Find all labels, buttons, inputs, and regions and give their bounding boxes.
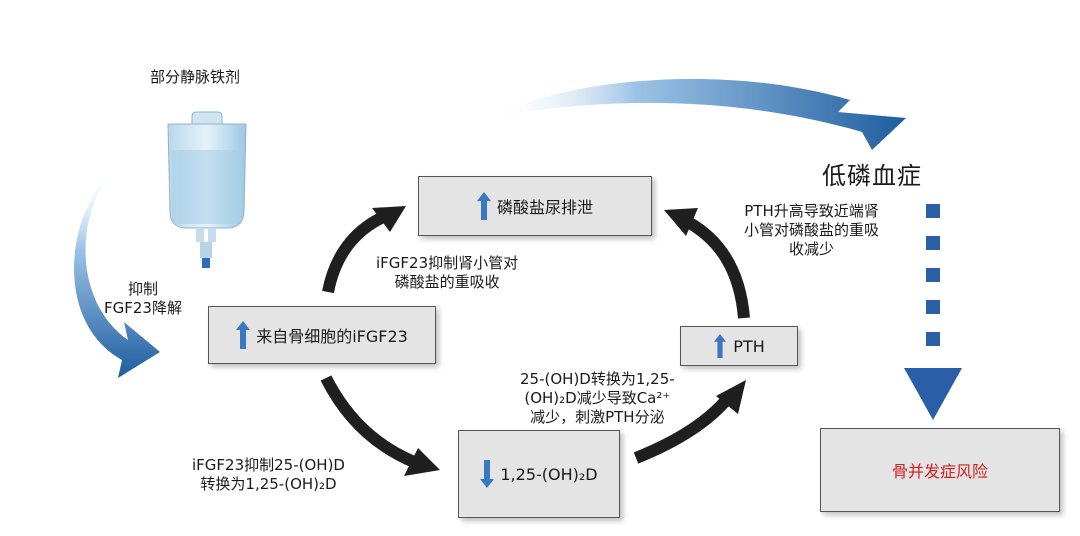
- note-calcitriol-pth: 25-(OH)D转换为1,25- (OH)₂D减少导致Ca²⁺ 减少，刺激PTH…: [520, 370, 675, 427]
- up-arrow-icon: [714, 334, 727, 358]
- down-arrow-icon: [480, 460, 495, 488]
- hypophosphatemia-title: 低磷血症: [822, 162, 922, 190]
- calcitriol-box: 1,25-(OH)₂D: [458, 430, 620, 518]
- note-line: 收减少: [789, 240, 835, 258]
- note-line: 磷酸盐的重吸收: [394, 273, 500, 291]
- risk-box: 骨并发症风险: [820, 428, 1060, 512]
- osteocyte-fgf23-label: 来自骨细胞的iFGF23: [256, 327, 408, 346]
- iv-iron-label: 部分静脉铁剂: [150, 68, 241, 86]
- top-swoosh-arrow: [490, 78, 906, 150]
- note-line: iFGF23抑制25-(OH)D: [192, 456, 345, 474]
- iv-bag-icon: [167, 111, 247, 268]
- inhibit-label: 抑制 FGF23降解: [104, 280, 182, 318]
- note-line: (OH)₂D减少导致Ca²⁺: [524, 389, 671, 407]
- note-line: 转换为1,25-(OH)₂D: [200, 475, 337, 493]
- up-arrow-icon: [236, 321, 251, 349]
- pth-label: PTH: [733, 336, 765, 356]
- inhibit-line-2: FGF23降解: [104, 299, 182, 317]
- arrow-pth-to-excretion: [664, 208, 750, 319]
- pth-box: PTH: [680, 326, 798, 366]
- note-fgf23-tubule: iFGF23抑制肾小管对 磷酸盐的重吸收: [376, 254, 518, 292]
- left-swoosh-arrow: [74, 162, 160, 378]
- osteocyte-fgf23-box: 来自骨细胞的iFGF23: [208, 306, 436, 364]
- note-line: iFGF23抑制肾小管对: [376, 254, 519, 272]
- note-fgf23-conversion: iFGF23抑制25-(OH)D 转换为1,25-(OH)₂D: [192, 456, 345, 494]
- phosphate-excretion-box: 磷酸盐尿排泄: [418, 176, 652, 236]
- inhibit-line-1: 抑制: [127, 280, 158, 298]
- note-pth-kidney: PTH升高导致近端肾 小管对磷酸盐的重吸 收减少: [744, 202, 879, 259]
- arrow-fgf23-to-excretion: [322, 206, 406, 294]
- note-line: 小管对磷酸盐的重吸: [744, 221, 880, 239]
- arrow-calcitriol-to-pth: [633, 380, 746, 464]
- calcitriol-label: 1,25-(OH)₂D: [500, 464, 598, 484]
- up-arrow-icon: [476, 192, 491, 220]
- arrow-fgf23-to-calcitriol: [320, 375, 440, 476]
- risk-label: 骨并发症风险: [891, 462, 988, 481]
- note-line: 减少，刺激PTH分泌: [530, 408, 665, 426]
- note-line: 25-(OH)D转换为1,25-: [520, 370, 675, 388]
- dashed-arrow-to-risk: [904, 204, 962, 420]
- note-line: PTH升高导致近端肾: [744, 202, 879, 220]
- phosphate-excretion-label: 磷酸盐尿排泄: [496, 198, 593, 217]
